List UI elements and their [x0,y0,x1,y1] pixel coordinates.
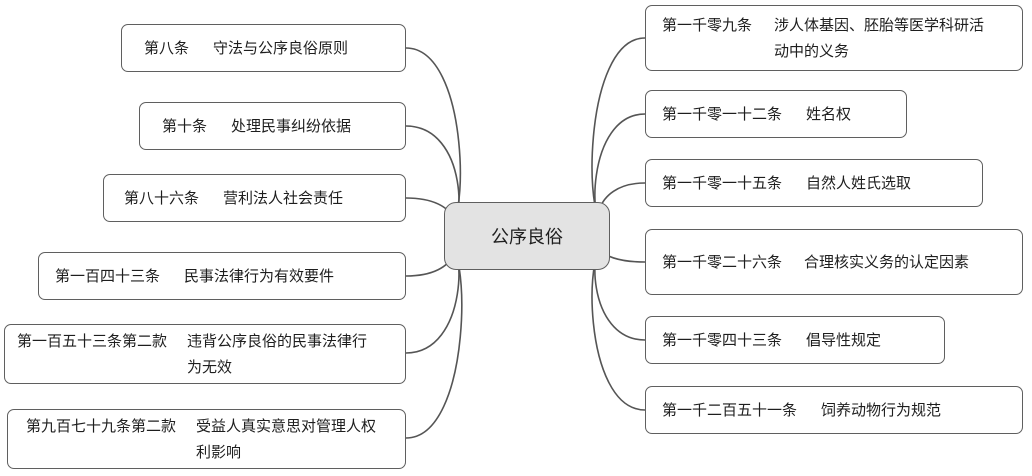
article-summary: 自然人姓氏选取 [806,174,912,192]
article-number: 第一千零四十三条 [662,331,783,349]
article-summary: 违背公序良俗的民事法律行为无效 [187,332,368,376]
article-summary: 处理民事纠纷依据 [231,117,352,135]
article-node-left-4[interactable]: 第一百四十三条 民事法律行为有效要件 [38,252,406,300]
article-number: 第一千零九条 [662,16,753,34]
article-number: 第一千零一十五条 [662,174,783,192]
article-summary: 受益人真实意思对管理人权利影响 [196,417,377,461]
article-summary: 民事法律行为有效要件 [184,267,335,285]
article-number: 第八十六条 [124,189,200,207]
article-summary: 合理核实义务的认定因素 [804,253,970,271]
article-node-right-6[interactable]: 第一千二百五十一条 饲养动物行为规范 [645,386,1023,434]
article-number: 第十条 [162,117,208,135]
central-topic[interactable]: 公序良俗 [444,202,610,270]
article-node-right-2[interactable]: 第一千零一十二条 姓名权 [645,90,907,138]
article-node-right-3[interactable]: 第一千零一十五条 自然人姓氏选取 [645,159,983,207]
article-summary: 姓名权 [806,105,852,123]
article-summary: 守法与公序良俗原则 [213,39,349,57]
article-number: 第一百五十三条第二款 [17,332,168,350]
article-number: 第八条 [144,39,190,57]
article-number: 第一百四十三条 [55,267,161,285]
article-summary: 饲养动物行为规范 [821,401,942,419]
article-node-right-1[interactable]: 第一千零九条 涉人体基因、胚胎等医学科研活动中的义务 [645,5,1023,71]
article-number: 第九百七十九条第二款 [26,417,177,435]
article-summary: 倡导性规定 [806,331,882,349]
article-node-left-5[interactable]: 第一百五十三条第二款 违背公序良俗的民事法律行为无效 [4,324,406,384]
article-node-left-3[interactable]: 第八十六条 营利法人社会责任 [103,174,406,222]
article-summary: 涉人体基因、胚胎等医学科研活动中的义务 [774,16,985,60]
article-node-right-4[interactable]: 第一千零二十六条 合理核实义务的认定因素 [645,229,1023,295]
article-node-left-1[interactable]: 第八条 守法与公序良俗原则 [121,24,406,72]
article-node-right-5[interactable]: 第一千零四十三条 倡导性规定 [645,316,945,364]
article-node-left-2[interactable]: 第十条 处理民事纠纷依据 [139,102,406,150]
article-summary: 营利法人社会责任 [223,189,344,207]
article-node-left-6[interactable]: 第九百七十九条第二款 受益人真实意思对管理人权利影响 [7,409,406,469]
article-number: 第一千零一十二条 [662,105,783,123]
central-topic-label: 公序良俗 [491,227,563,248]
article-number: 第一千二百五十一条 [662,401,798,419]
article-number: 第一千零二十六条 [662,253,783,271]
